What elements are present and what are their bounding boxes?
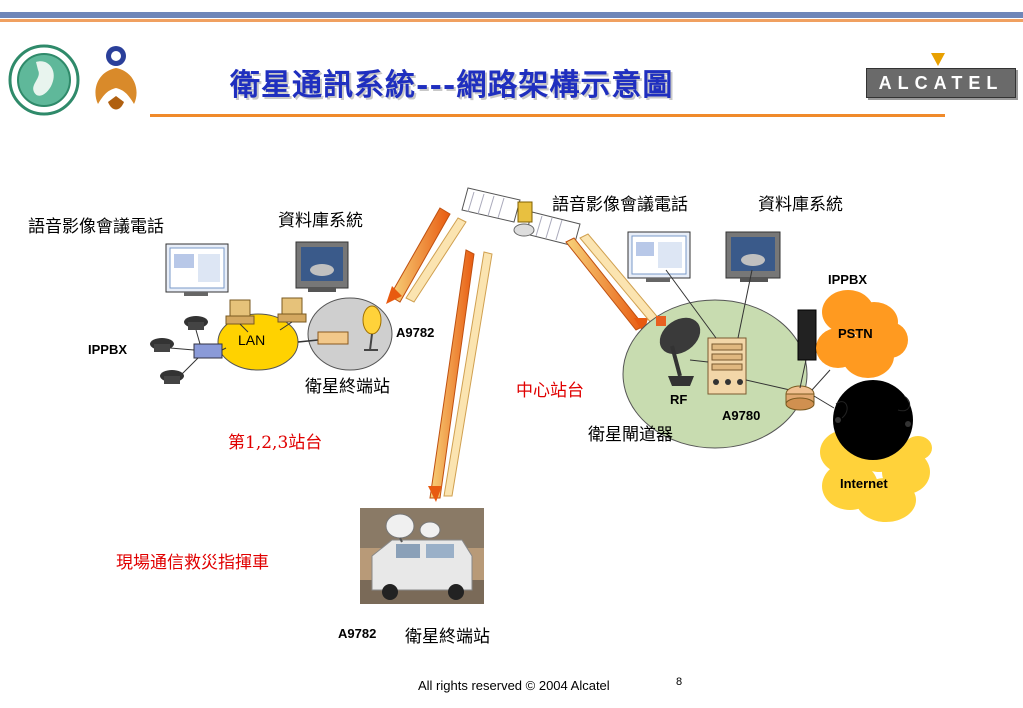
center-model-label: A9780	[722, 408, 761, 423]
page-number: 8	[676, 676, 683, 688]
alcatel-logo-text: ALCATEL	[878, 73, 1004, 93]
center-voice-video-label: 語音影像會議電話	[552, 195, 688, 215]
title-underline	[150, 114, 945, 117]
rf-label: RF	[670, 392, 688, 407]
small-dish-icon	[362, 305, 382, 335]
lan-terminal-link	[297, 339, 319, 343]
modem-box-icon	[317, 331, 349, 345]
beam-arrow-vehicle-2	[443, 251, 493, 497]
center-station-label: 中心站台	[516, 381, 584, 401]
phone-icon-2	[150, 338, 174, 352]
internet-label: Internet	[840, 476, 888, 491]
beam-arrow-down-left-1	[389, 207, 451, 303]
phone-icon-1	[184, 316, 208, 330]
left-database-label: 資料庫系統	[278, 211, 363, 231]
vehicle-model-label: A9782	[338, 626, 377, 641]
page-title: 衛星通訊系統---網路架構示意圖	[230, 68, 674, 103]
lan-label: LAN	[238, 332, 266, 348]
emblem-logo-icon	[8, 44, 80, 116]
phone-icon-3	[160, 370, 184, 384]
gateway-rack-icon	[707, 337, 747, 395]
command-vehicle-photo	[360, 508, 484, 604]
alcatel-logo: ALCATEL	[866, 68, 1016, 98]
vehicle-label: 現場通信救災指揮車	[116, 553, 269, 573]
left-pc1-icon	[229, 299, 251, 317]
router-icon	[785, 385, 815, 411]
left-model-label: A9782	[396, 325, 435, 340]
left-pc2-icon	[281, 297, 303, 315]
footer-copyright: All rights reserved © 2004 Alcatel	[418, 678, 610, 693]
alcatel-triangle-icon	[931, 53, 945, 66]
stations-label: 第1,2,3站台	[228, 433, 323, 453]
dish-antenna-icon	[656, 316, 701, 386]
pstn-label: PSTN	[838, 326, 873, 341]
center-ippbx-server-icon	[797, 309, 817, 361]
satellite-icon	[461, 187, 581, 247]
pstn-cloud	[816, 290, 908, 378]
beam-arrow-up-left-1	[405, 217, 467, 303]
beam-arrow-vehicle-1	[429, 249, 475, 499]
center-database-label: 資料庫系統	[758, 195, 843, 215]
left-ippbx-label: IPPBX	[88, 342, 128, 357]
header-bar-orange	[0, 19, 1023, 22]
ippbx-switch-icon	[193, 343, 223, 359]
vehicle-terminal-label: 衛星終端站	[405, 627, 490, 647]
gateway-label: 衛星閘道器	[588, 425, 673, 445]
left-voice-video-label: 語音影像會議電話	[28, 217, 164, 237]
center-ippbx-label: IPPBX	[828, 272, 868, 287]
globe-icon	[833, 380, 913, 460]
left-terminal-label: 衛星終端站	[305, 377, 390, 397]
header-bar-blue	[0, 12, 1023, 18]
phoenix-logo-icon	[95, 46, 137, 110]
